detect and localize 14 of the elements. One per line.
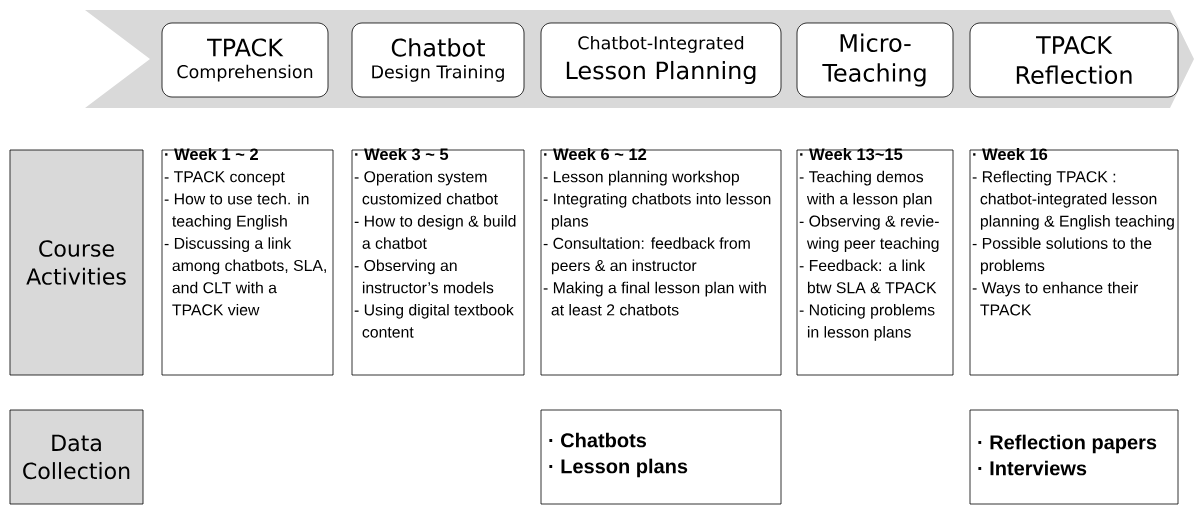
stage-box: TPACK Reflection [969, 22, 1179, 98]
stage-box: Chatbot Design Training [351, 22, 525, 98]
activity-box: · Week 1 ~ 2 - TPACK concept - How to use tech. in teaching English - Discussing a link among chatbots, SLA, and CLT with a TPACK view [161, 148, 334, 376]
data-box: · Reflection papers · Interviews [969, 409, 1179, 505]
stage-box: Micro- Teaching [796, 22, 954, 98]
activity-box: · Week 6 ~ 12 - Lesson planning workshop - Integrating chatbots into lesson plans - Consultation: feedback from peers & an instructor - Making a final lesson plan with at least 2 chatbots [540, 148, 782, 376]
activity-box: · Week 13~15 - Teaching demos with a lesson plan - Observing & revie- wing peer teaching - Feedback: a link btw SLA & TPACK - Noticing problems in lesson plans [796, 148, 954, 376]
stage-box: TPACK Comprehension [161, 22, 329, 98]
stage-box: Chatbot-Integrated Lesson Planning [540, 22, 782, 98]
data-box: · Chatbots · Lesson plans [540, 409, 782, 505]
row-header: Course Activities [9, 149, 144, 376]
activity-box: · Week 16 - Reflecting TPACK : chatbot-integrated lesson planning & English teaching - Possible solutions to the problems - Ways to enhance their TPACK [969, 148, 1179, 376]
row-header: Data Collection [9, 409, 144, 505]
activity-box: · Week 3 ~ 5 - Operation system customized chatbot - How to design & build a chatbot - Observing an instructor’s models - Using digital textbook content [351, 148, 525, 376]
